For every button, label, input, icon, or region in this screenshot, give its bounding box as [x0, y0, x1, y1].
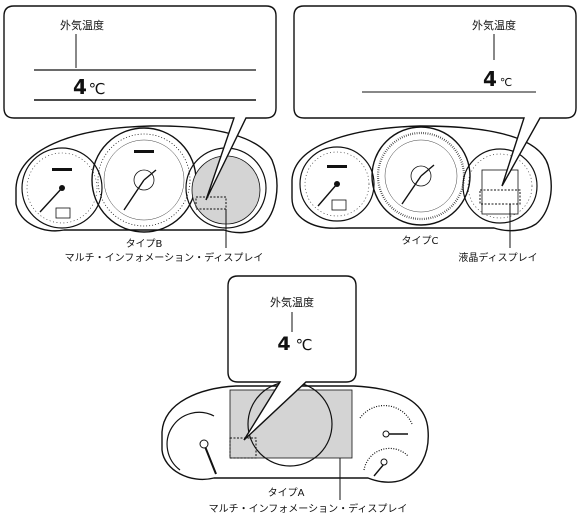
type-a-caption: タイプA — [268, 487, 305, 499]
type-c-caption: タイプC — [402, 235, 439, 247]
type-b-callout-label: 外気温度 — [60, 18, 104, 32]
type-b-temp-value: 4 — [73, 75, 87, 99]
panel-type-c: 外気温度 4 ℃ タイプC 液晶ディスプレイ — [291, 5, 577, 264]
type-c-temp-unit: ℃ — [500, 76, 512, 89]
type-a-temp-unit: ℃ — [296, 336, 313, 354]
type-a-temp-value: 4 — [277, 333, 290, 355]
type-a-pointer-label: マルチ・インフォメーション・ディスプレイ — [209, 502, 408, 515]
type-b-display-highlight — [195, 196, 227, 210]
type-a-cluster-outline — [161, 385, 429, 483]
type-c-display-highlight — [479, 189, 521, 205]
type-c-callout-box — [293, 5, 577, 187]
panel-type-a: 外気温度 4 ℃ タイプA マルチ・インフォメーション・ディスプレイ — [161, 275, 429, 515]
type-b-cluster-outline — [15, 125, 278, 234]
type-c-cluster-outline — [291, 125, 552, 232]
type-c-speedometer — [371, 126, 471, 226]
type-b-caption: タイプB — [126, 238, 163, 250]
type-c-temp-value: 4 — [483, 67, 497, 91]
type-a-callout-box — [227, 275, 357, 441]
type-b-callout-box — [3, 5, 277, 201]
type-b-left-gauge — [21, 147, 103, 229]
type-a-callout-label: 外気温度 — [270, 295, 314, 309]
type-a-left-gauge — [166, 411, 217, 475]
panel-type-b: 外気温度 4 ℃ タイプB マルチ・インフォメーション・ディスプレイ — [3, 5, 278, 264]
type-b-temp-unit: ℃ — [89, 80, 106, 98]
type-a-right-gauges — [359, 404, 413, 477]
type-b-speedometer — [91, 127, 197, 233]
type-b-pointer-label: マルチ・インフォメーション・ディスプレイ — [65, 251, 264, 264]
type-a-display-highlight — [229, 437, 257, 459]
type-c-left-gauge — [299, 146, 375, 222]
type-c-right-gauge — [462, 148, 538, 224]
type-c-pointer-label: 液晶ディスプレイ — [458, 251, 537, 264]
type-c-callout-label: 外気温度 — [472, 18, 516, 32]
